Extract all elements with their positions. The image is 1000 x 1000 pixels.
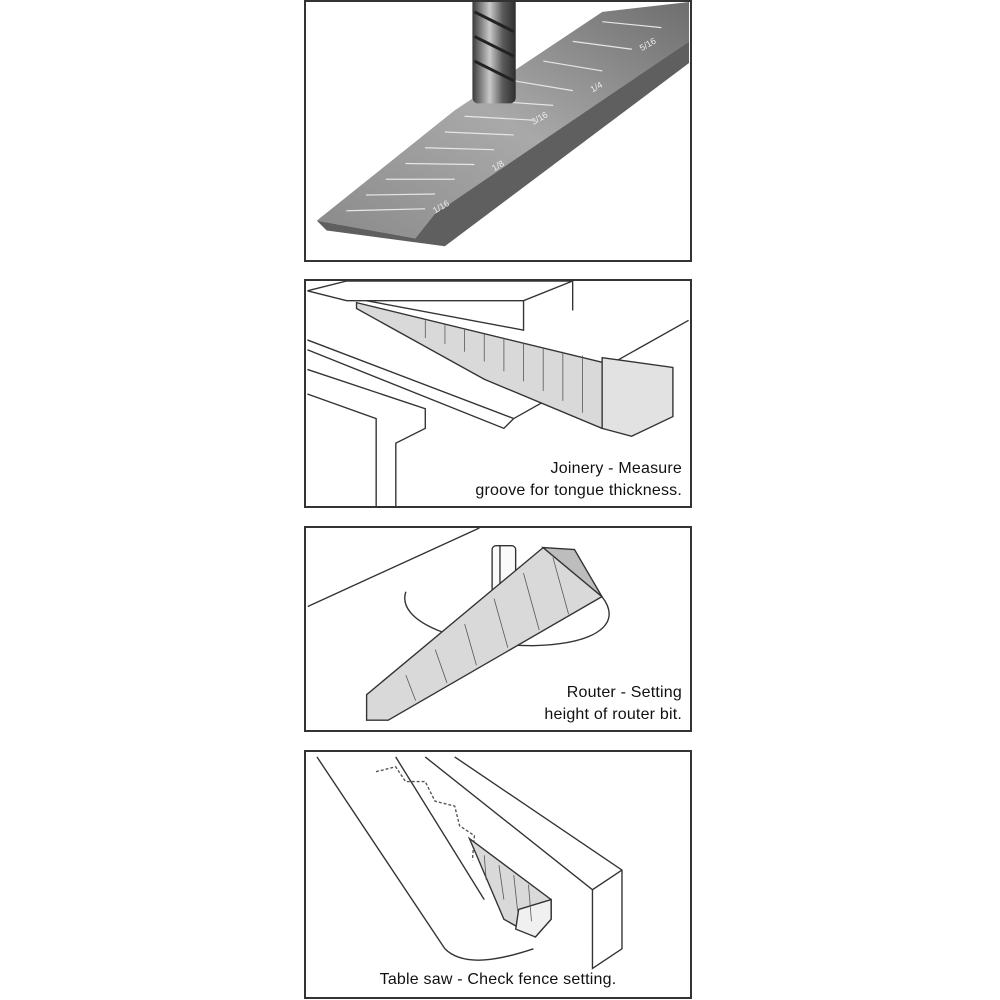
joinery-caption: Joinery - Measure groove for tongue thic… [475, 458, 682, 502]
panel-router: Router - Setting height of router bit. [304, 526, 692, 732]
router-illustration [307, 528, 610, 721]
panel-drill-gauge-photo: 1/16 1/8 3/16 1/4 5/16 [304, 0, 692, 262]
gauge-scale-lines [346, 21, 662, 212]
table-saw-caption-line-1: Table saw - Check fence setting. [379, 971, 617, 988]
saw-blade-icon [375, 765, 476, 861]
joinery-caption-line-2: groove for tongue thickness. [475, 482, 682, 499]
router-caption: Router - Setting height of router bit. [544, 682, 682, 726]
panel-table-saw: Table saw - Check fence setting. [304, 750, 692, 999]
router-caption-line-1: Router - Setting [566, 684, 682, 701]
drill-gauge-illustration: 1/16 1/8 3/16 1/4 5/16 [316, 2, 690, 247]
table-saw-caption: Table saw - Check fence setting. [306, 969, 690, 991]
panel-joinery: Joinery - Measure groove for tongue thic… [304, 279, 692, 508]
table-saw-illustration [316, 756, 623, 970]
step-gauge [355, 301, 633, 430]
step-gauge [365, 546, 604, 721]
joinery-illustration [307, 281, 689, 506]
router-caption-line-2: height of router bit. [544, 706, 682, 723]
joinery-caption-line-1: Joinery - Measure [550, 460, 682, 477]
